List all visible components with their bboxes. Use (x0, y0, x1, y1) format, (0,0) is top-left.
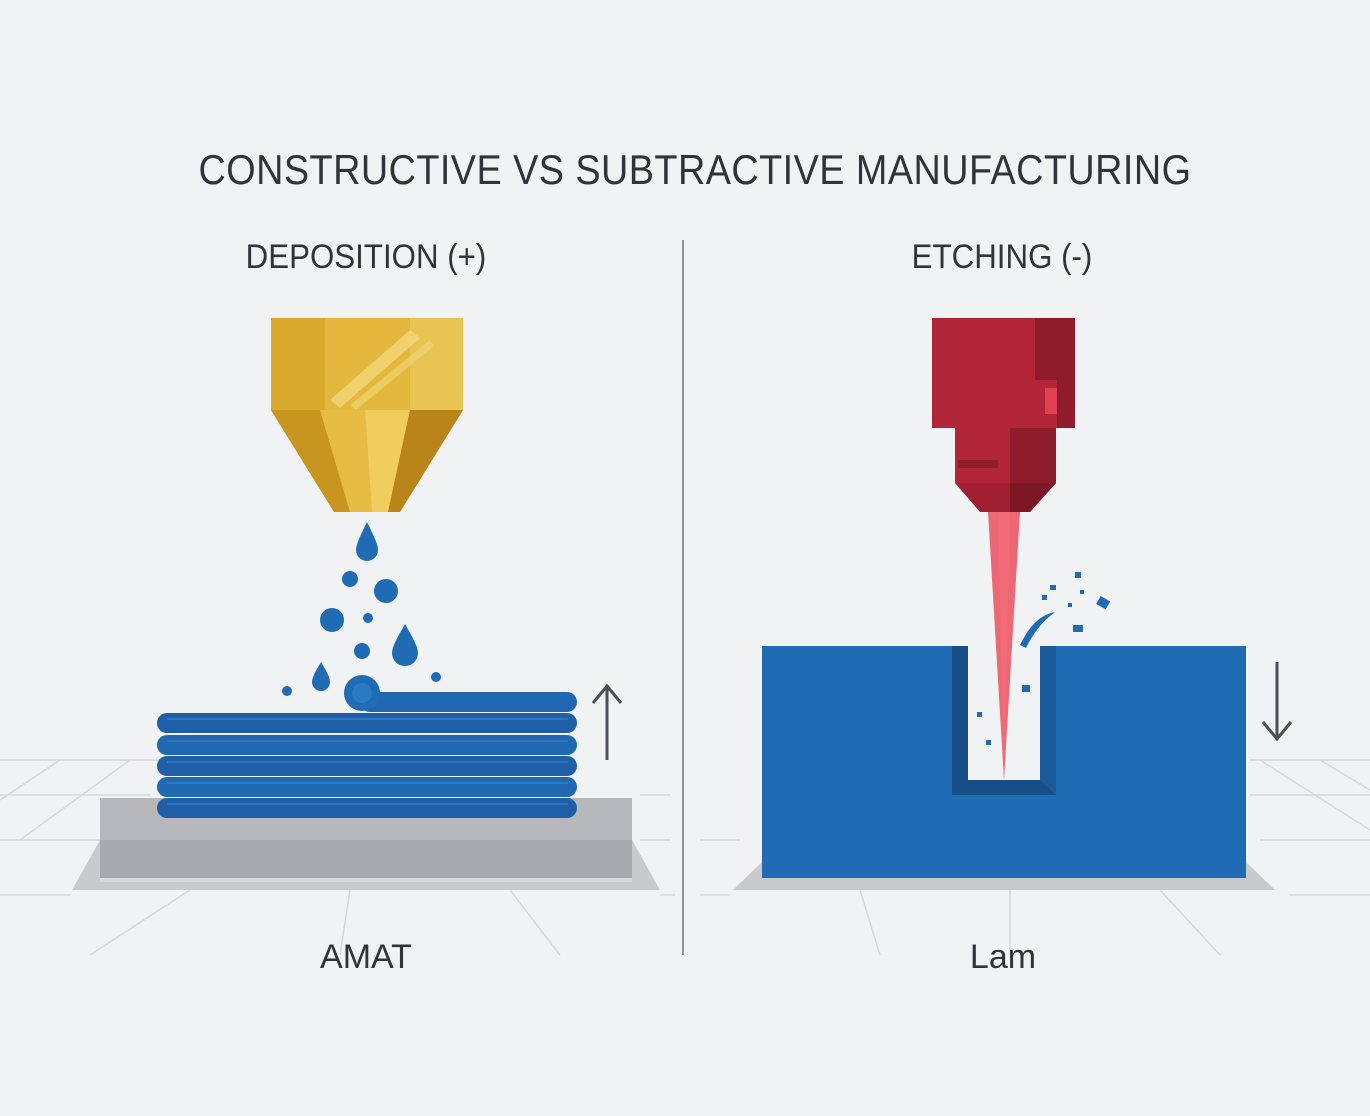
down-arrow-icon (1261, 662, 1293, 742)
etcher-head (932, 318, 1075, 512)
right-floor-grid (700, 759, 1370, 956)
deposition-caption: AMAT (320, 938, 412, 976)
deposited-layers (157, 675, 577, 818)
etch-debris (977, 572, 1111, 745)
material-droplets (282, 522, 441, 696)
deposition-nozzle (271, 318, 463, 512)
etched-workpiece (762, 646, 1246, 878)
etching-caption: Lam (969, 938, 1037, 976)
deposition-heading: DEPOSITION (+) (245, 238, 487, 276)
laser-beam (988, 512, 1020, 780)
left-floor-grid (0, 759, 675, 956)
diagram-title: CONSTRUCTIVE VS SUBTRACTIVE MANUFACTURIN… (198, 146, 1192, 193)
up-arrow-icon (591, 683, 623, 760)
etching-heading: ETCHING (-) (911, 238, 1093, 276)
